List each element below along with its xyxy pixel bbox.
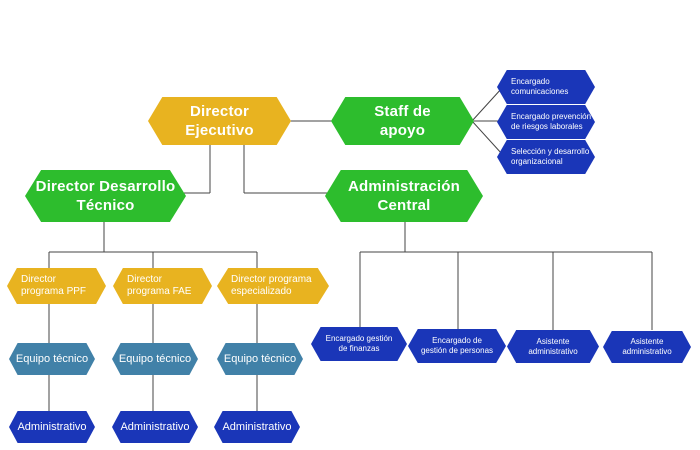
- node-administracion-central: Administración Central: [325, 170, 483, 222]
- node-encargado-finanzas: Encargado gestión de finanzas: [311, 327, 407, 361]
- node-administrativo-3: Administrativo: [214, 411, 300, 443]
- node-encargado-riesgos: Encargado prevención de riesgos laborale…: [497, 105, 595, 139]
- node-encargado-comunicaciones: Encargado comunicaciones: [497, 70, 595, 104]
- node-encargado-personas: Encargado de gestión de personas: [408, 329, 506, 363]
- node-equipo-tecnico-3: Equipo técnico: [217, 343, 303, 375]
- node-director-desarrollo: Director Desarrollo Técnico: [25, 170, 186, 222]
- node-director-ejecutivo: Director Ejecutivo: [148, 97, 291, 145]
- node-administrativo-2: Administrativo: [112, 411, 198, 443]
- node-equipo-tecnico-1: Equipo técnico: [9, 343, 95, 375]
- node-seleccion-desarrollo: Selección y desarrollo organizacional: [497, 140, 595, 174]
- node-equipo-tecnico-2: Equipo técnico: [112, 343, 198, 375]
- node-asistente-administrativo-1: Asistente administrativo: [507, 330, 599, 363]
- node-staff-apoyo: Staff de apoyo: [331, 97, 474, 145]
- node-director-especializado: Director programa especializado: [217, 268, 329, 304]
- node-administrativo-1: Administrativo: [9, 411, 95, 443]
- node-asistente-administrativo-2: Asistente administrativo: [603, 331, 691, 363]
- node-director-fae: Director programa FAE: [113, 268, 212, 304]
- node-director-ppf: Director programa PPF: [7, 268, 106, 304]
